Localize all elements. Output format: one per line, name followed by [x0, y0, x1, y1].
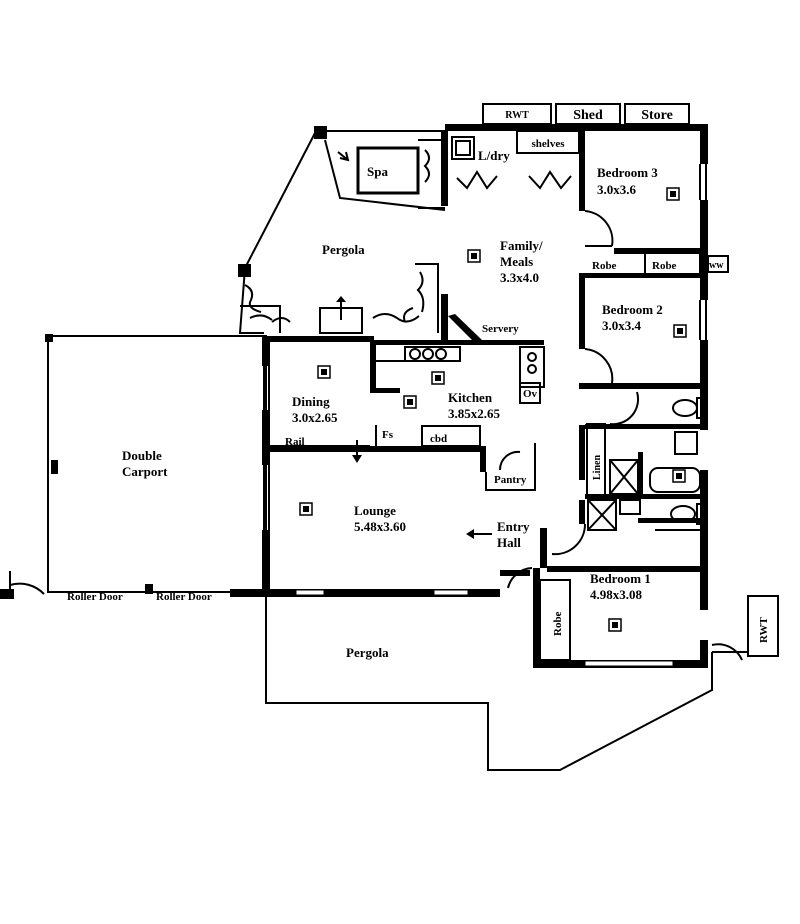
plant-icon-3 — [372, 307, 420, 323]
kitchen-name: Kitchen — [448, 390, 493, 405]
store-box — [624, 103, 690, 125]
entry-label: Entry — [497, 519, 530, 534]
shower-2 — [587, 499, 617, 531]
lounge-name: Lounge — [354, 503, 396, 518]
family-line1: Family/ — [500, 238, 543, 253]
cupboard-box — [421, 425, 481, 447]
plant-icon-4 — [416, 271, 425, 313]
rwt-top-box — [482, 103, 552, 125]
pergola-bottom-outline — [265, 596, 713, 771]
smoke-detectors — [299, 187, 687, 632]
spa-label: Spa — [367, 164, 388, 179]
smoke-detector-icon — [403, 395, 417, 409]
lounge-size: 5.48x3.60 — [354, 519, 406, 534]
bedroom1-size: 4.98x3.08 — [590, 587, 643, 602]
robe-label-3: Robe — [552, 611, 564, 636]
toilet-1 — [672, 399, 698, 417]
roller-door-2: Roller Door — [156, 591, 212, 603]
laundry-label: L/dry — [478, 148, 510, 163]
smoke-detector-icon — [673, 324, 687, 338]
fs-label: Fs — [382, 429, 394, 441]
rwt-side-label: RWT — [758, 616, 770, 643]
kitchen-size: 3.85x2.65 — [448, 406, 501, 421]
bathroom-fixtures — [586, 397, 703, 531]
linen-cupboard — [586, 423, 606, 497]
arrows — [270, 440, 492, 539]
robes — [539, 254, 729, 661]
rwt-side-box — [747, 595, 779, 657]
servery-label: Servery — [482, 323, 519, 335]
smoke-detector-icon — [299, 502, 313, 516]
oven-box — [519, 382, 541, 404]
bedroom1-name: Bedroom 1 — [590, 571, 651, 586]
plant-icon-2 — [244, 284, 291, 323]
kitchen-fixtures — [375, 346, 545, 491]
cooktop — [404, 346, 461, 362]
smoke-detector-icon — [431, 371, 445, 385]
robe-bed1-box — [539, 579, 571, 661]
shed-box — [555, 103, 621, 125]
pantry-label: Pantry — [494, 474, 527, 486]
hall-label: Hall — [497, 535, 521, 550]
rwt-top-label: RWT — [505, 110, 529, 121]
dining-name: Dining — [292, 394, 330, 409]
linen-label: Linen — [592, 455, 603, 480]
dining-size: 3.0x2.65 — [292, 410, 338, 425]
ww-label: ww — [709, 260, 724, 271]
smoke-detector-icon — [467, 249, 481, 263]
smoke-detector-icon — [666, 187, 680, 201]
oven-stack — [519, 346, 545, 388]
annex-boxes — [482, 103, 779, 657]
oven-label: Ov — [523, 388, 538, 400]
spa-tub — [356, 146, 420, 195]
vanity-2 — [619, 499, 641, 515]
robe-label-2: Robe — [652, 260, 677, 272]
smoke-detector-icon — [317, 365, 331, 379]
shed-label: Shed — [573, 108, 603, 123]
room-labels: RWT Shed Store shelves L/dry Spa Bedroom… — [67, 108, 770, 660]
laundry-sink — [451, 136, 475, 160]
bedroom2-name: Bedroom 2 — [602, 302, 663, 317]
family-size: 3.3x4.0 — [500, 270, 539, 285]
smoke-detector-icon — [672, 469, 686, 483]
family-line2: Meals — [500, 254, 533, 269]
roller-door-1: Roller Door — [67, 591, 123, 603]
windows — [263, 164, 707, 667]
store-label: Store — [641, 108, 673, 123]
carport-label: Carport — [122, 464, 168, 479]
smoke-detector-icon — [608, 618, 622, 632]
shower-1 — [609, 459, 639, 495]
vanity-1 — [674, 431, 698, 455]
plant-icon — [423, 149, 430, 183]
pergola-bottom-label: Pergola — [346, 645, 389, 660]
spa-area — [240, 136, 572, 334]
robe-label-1: Robe — [592, 260, 617, 272]
bedroom2-size: 3.0x3.4 — [602, 318, 642, 333]
pergola-top-label: Pergola — [322, 242, 365, 257]
bedroom3-name: Bedroom 3 — [597, 165, 658, 180]
walls — [0, 124, 708, 668]
bedroom3-size: 3.0x3.6 — [597, 182, 637, 197]
shelves-box — [516, 130, 580, 154]
doors — [507, 210, 743, 661]
toilet-2 — [670, 505, 696, 523]
rail-label: Rail — [285, 436, 305, 448]
cbd-label: cbd — [430, 433, 447, 445]
double-label: Double — [122, 448, 162, 463]
bathtub — [649, 467, 701, 493]
shelves-label: shelves — [532, 138, 566, 150]
